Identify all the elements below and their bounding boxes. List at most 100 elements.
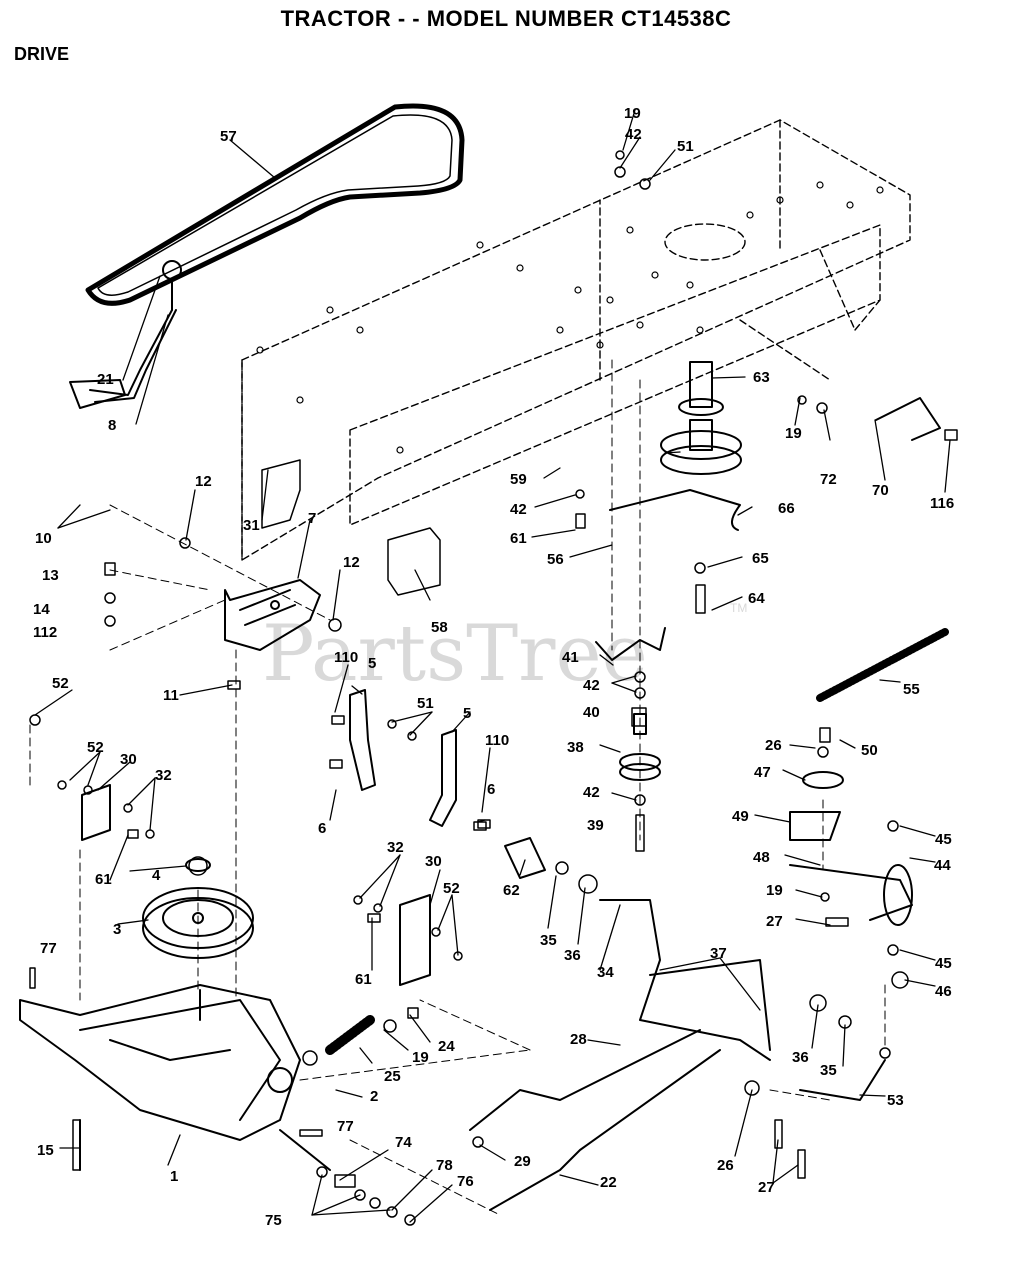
section-label: DRIVE: [14, 44, 70, 64]
hardware: [29, 150, 958, 1226]
callout-57: 57: [220, 128, 237, 145]
bushing-44: [883, 864, 913, 926]
callout-11: 11: [163, 687, 179, 704]
callout-51-middle: 51: [417, 695, 434, 712]
callout-21: 21: [97, 371, 114, 388]
callout-6-left: 6: [318, 820, 326, 837]
callout-56: 56: [547, 551, 564, 568]
watermark-tm: TM: [730, 601, 747, 615]
callout-47: 47: [754, 764, 771, 781]
callout-52-right: 52: [443, 880, 460, 897]
callout-46: 46: [935, 983, 952, 1000]
rod-22: [489, 1049, 721, 1211]
link-5-left: [349, 689, 376, 791]
callout-15: 15: [37, 1142, 54, 1159]
callout-34: 34: [597, 964, 614, 981]
callout-61-right: 61: [355, 971, 372, 988]
callout-112: 112: [33, 624, 57, 641]
callout-78: 78: [436, 1157, 453, 1174]
frame-outline: [241, 119, 911, 561]
wire-70: [875, 397, 941, 441]
callout-32-left: 32: [155, 767, 172, 784]
idler-arm-66: [609, 489, 741, 531]
callout-61-upper: 61: [510, 530, 527, 547]
callout-72: 72: [820, 471, 837, 488]
callout-5-left: 5: [368, 655, 376, 672]
callout-19-top: 19: [624, 105, 641, 122]
callout-10: 10: [35, 530, 52, 547]
transaxle: [19, 984, 331, 1171]
callout-39: 39: [587, 817, 604, 834]
plate-58: [387, 527, 441, 596]
callout-110-right: 110: [485, 732, 509, 749]
callout-58: 58: [431, 619, 448, 636]
diagram-title: TRACTOR - - MODEL NUMBER CT14538C: [280, 6, 732, 31]
callout-30-left: 30: [120, 751, 137, 768]
watermark: PartsTree: [262, 609, 648, 699]
callout-66: 66: [778, 500, 795, 517]
callout-8: 8: [108, 417, 116, 434]
callout-26-lower: 26: [717, 1157, 734, 1174]
callout-19-lower: 19: [412, 1049, 429, 1066]
frame-holes: [256, 181, 884, 454]
callout-1: 1: [170, 1168, 178, 1185]
callout-75: 75: [265, 1212, 282, 1229]
callout-77-right: 77: [337, 1118, 354, 1135]
callout-26-upper: 26: [765, 737, 782, 754]
callout-24: 24: [438, 1038, 455, 1055]
callout-4: 4: [152, 867, 161, 884]
callout-53: 53: [887, 1092, 904, 1109]
callout-7: 7: [308, 510, 316, 527]
callout-42-left: 42: [510, 501, 527, 518]
callout-65: 65: [752, 550, 769, 567]
callout-12-lower: 12: [343, 554, 360, 571]
pulley-47: [802, 771, 844, 789]
callout-116: 116: [930, 495, 954, 512]
callout-28: 28: [570, 1031, 587, 1048]
leader-lines: [34, 109, 951, 1223]
callout-45-upper: 45: [935, 831, 952, 848]
callout-74: 74: [395, 1134, 412, 1151]
spring-55: [816, 628, 949, 702]
callout-42-lower: 42: [583, 784, 600, 801]
callout-3: 3: [113, 921, 121, 938]
rod-28: [469, 1029, 701, 1131]
callout-35-right: 35: [820, 1062, 837, 1079]
callout-38: 38: [567, 739, 584, 756]
callout-52-top: 52: [52, 675, 69, 692]
callout-52-left: 52: [87, 739, 104, 756]
callout-48: 48: [753, 849, 770, 866]
callout-2: 2: [370, 1088, 378, 1105]
callout-30-right: 30: [425, 853, 442, 870]
callout-40: 40: [583, 704, 600, 721]
callout-36-right: 36: [792, 1049, 809, 1066]
callout-76: 76: [457, 1173, 474, 1190]
callout-45-lower: 45: [935, 955, 952, 972]
callout-70: 70: [872, 482, 889, 499]
callout-labels: 1 2 3 4 5 5 6 6 7 8 10 11 12 12 13 14 15…: [33, 105, 954, 1229]
arm-48: [789, 864, 913, 921]
callout-77-left: 77: [40, 940, 57, 957]
callout-49: 49: [732, 808, 749, 825]
callout-61-left: 61: [95, 871, 112, 888]
shift-bracket: [224, 579, 321, 651]
rod-34: [599, 899, 771, 1061]
callout-27-lower: 27: [758, 1179, 775, 1196]
spring-25: [325, 1015, 375, 1055]
callout-14: 14: [33, 601, 50, 618]
callout-19-arm: 19: [766, 882, 783, 899]
callout-63: 63: [753, 369, 770, 386]
callout-110-left: 110: [334, 649, 358, 666]
callout-31: 31: [243, 517, 260, 534]
link-5-right: [429, 729, 457, 827]
callout-51-top: 51: [677, 138, 694, 155]
bracket-37: [649, 959, 771, 1051]
bracket-49: [789, 811, 841, 841]
callout-50: 50: [861, 742, 878, 759]
bracket-30-right: [399, 894, 431, 986]
callout-27-upper: 27: [766, 913, 783, 930]
callout-32-right: 32: [387, 839, 404, 856]
callout-55: 55: [903, 681, 920, 698]
callout-37: 37: [710, 945, 727, 962]
